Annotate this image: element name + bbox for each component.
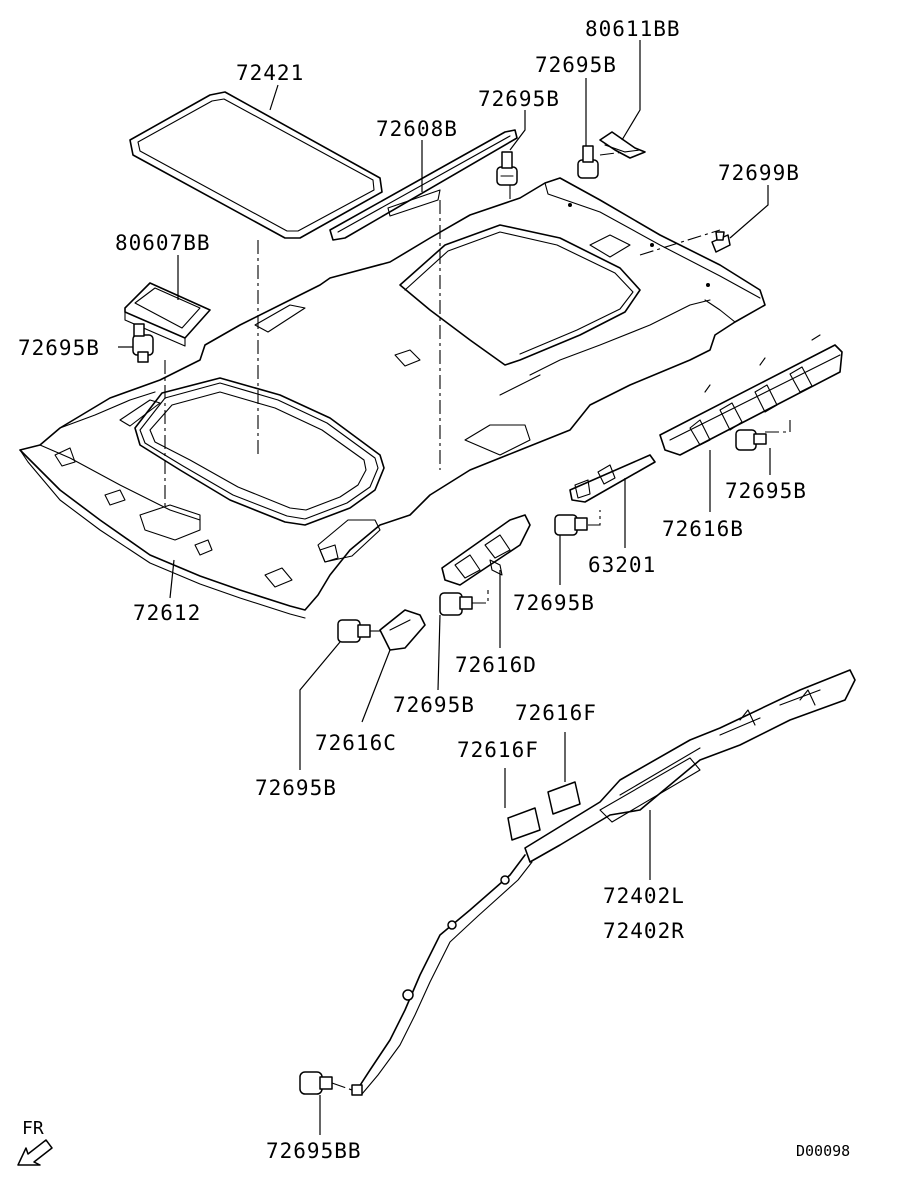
clip-72616C — [379, 609, 426, 651]
clip-72699B — [711, 231, 731, 253]
roof-bracket — [124, 282, 211, 347]
part-labels: 80611BB 72695B 72695B 72421 72608B 72699… — [18, 17, 807, 1163]
label-72695B-lowleft: 72695B — [255, 776, 337, 800]
headlining-panel — [19, 177, 766, 619]
sunroof-weatherstrip — [129, 91, 383, 239]
arrow-down-left-icon — [17, 1139, 53, 1166]
front-direction-label: FR — [22, 1118, 44, 1139]
label-72608B: 72608B — [376, 117, 458, 141]
clip-80611BB — [599, 131, 646, 159]
clip-72695B-lowleft — [337, 619, 371, 643]
label-72695B-right: 72695B — [725, 479, 807, 503]
clip-rail-72616B — [659, 334, 843, 456]
label-63201: 63201 — [588, 553, 656, 577]
leader-lines — [118, 40, 771, 1135]
curtain-airbag — [351, 669, 856, 1096]
label-72616F-a: 72616F — [515, 701, 597, 725]
label-72695B-mid: 72695B — [513, 591, 595, 615]
label-72695B-top2: 72695B — [535, 53, 617, 77]
label-72699B: 72699B — [718, 161, 800, 185]
label-72612: 72612 — [133, 601, 201, 625]
front-direction-indicator: FR — [17, 1118, 53, 1166]
label-72695B-top1: 72695B — [478, 87, 560, 111]
clip-72695B-left — [132, 323, 154, 363]
label-72402R: 72402R — [603, 919, 685, 943]
pad-72616F-a — [507, 807, 541, 841]
pad-72616F-b — [547, 781, 581, 815]
label-72616C: 72616C — [315, 731, 397, 755]
clip-block-72616D — [441, 514, 531, 586]
label-72695B-low: 72695B — [393, 693, 475, 717]
clip-72695B-low — [439, 592, 473, 616]
clip-72695B-mid — [554, 514, 588, 536]
label-72616B: 72616B — [662, 517, 744, 541]
clip-72695B-right — [735, 429, 767, 451]
label-80607BB: 80607BB — [115, 231, 211, 255]
label-72695BB: 72695BB — [266, 1139, 362, 1163]
clip-72695B-top1 — [496, 151, 518, 186]
label-72616D: 72616D — [455, 653, 537, 677]
label-72616F-b: 72616F — [457, 738, 539, 762]
bracket-63201 — [569, 454, 656, 503]
clip-72695BB — [299, 1071, 333, 1095]
label-72695B-left: 72695B — [18, 336, 100, 360]
clip-72695B-top2 — [577, 145, 599, 179]
label-80611BB: 80611BB — [585, 17, 681, 41]
assembly-lines — [164, 149, 791, 1091]
sunroof-rail — [329, 129, 518, 241]
drawing-code: D00098 — [796, 1142, 850, 1160]
label-72402L: 72402L — [603, 884, 685, 908]
label-72421: 72421 — [236, 61, 304, 85]
